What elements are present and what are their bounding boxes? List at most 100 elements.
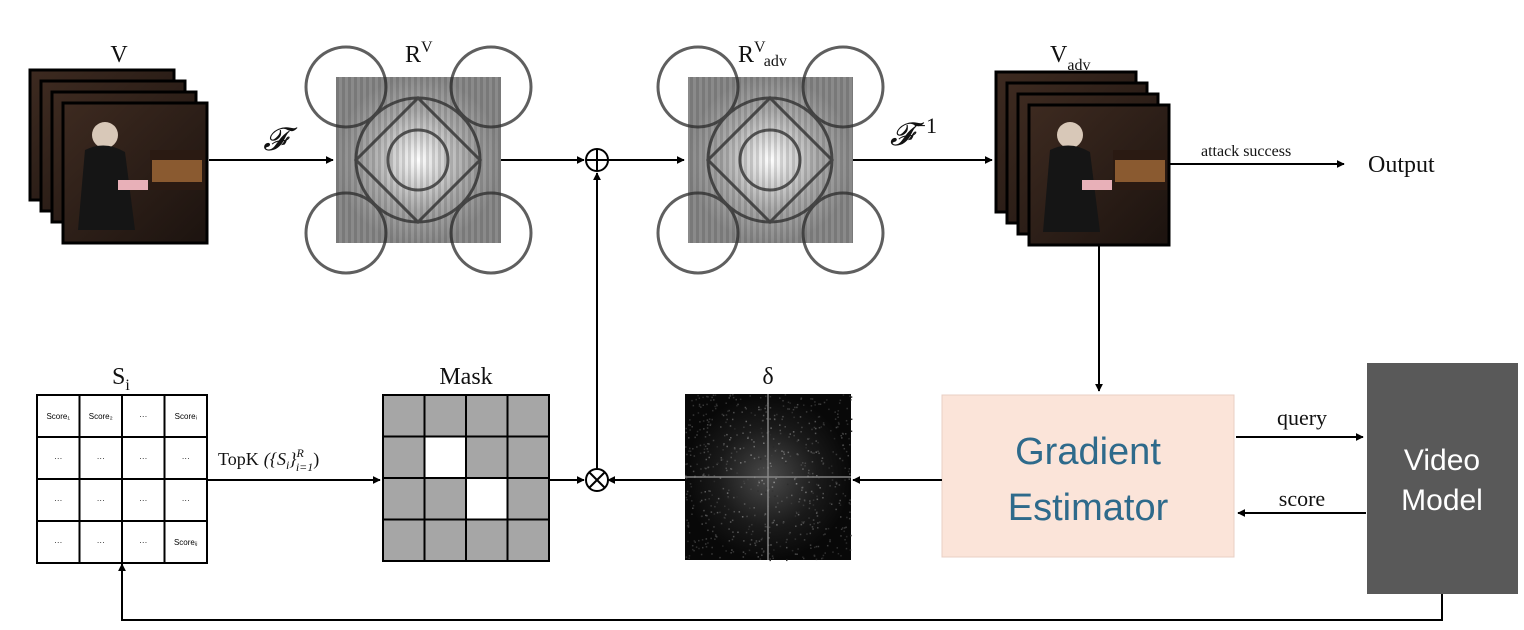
delta-noise-speck xyxy=(789,531,791,534)
delta-noise-speck xyxy=(845,535,848,538)
delta-noise-speck xyxy=(819,403,822,406)
delta-noise-speck xyxy=(782,405,785,407)
delta-noise-speck xyxy=(764,525,767,528)
delta-noise-speck xyxy=(791,472,794,474)
delta-noise-speck xyxy=(785,541,787,544)
mask-cell-selected xyxy=(423,435,467,479)
delta-noise-speck xyxy=(730,456,732,459)
delta-noise-speck xyxy=(713,480,716,483)
delta-noise-speck xyxy=(758,480,760,482)
delta-noise-speck xyxy=(744,552,747,555)
delta-noise-speck xyxy=(809,473,811,475)
delta-noise-speck xyxy=(726,469,728,472)
delta-noise-speck xyxy=(812,492,814,494)
delta-noise-speck xyxy=(742,432,744,434)
delta-noise-speck xyxy=(699,428,701,431)
delta-noise-speck xyxy=(755,540,758,542)
delta-noise-speck xyxy=(823,401,826,404)
delta-noise-speck xyxy=(689,424,692,426)
delta-noise-speck xyxy=(796,440,799,443)
delta-noise-speck xyxy=(692,504,695,507)
delta-noise-speck xyxy=(846,423,849,426)
delta-noise-speck xyxy=(748,525,751,528)
delta-noise-speck xyxy=(834,418,837,420)
delta-noise-speck xyxy=(764,530,766,532)
delta-noise-speck xyxy=(843,447,846,450)
score-label: score xyxy=(1279,486,1325,511)
delta-noise-speck xyxy=(785,462,787,464)
adv-video-stack xyxy=(994,70,1171,247)
delta-noise-speck xyxy=(782,451,785,453)
delta-noise-speck xyxy=(803,521,805,523)
delta-noise-speck xyxy=(826,399,828,401)
delta-noise-speck xyxy=(736,434,738,436)
delta-noise-speck xyxy=(696,463,698,466)
delta-noise-speck xyxy=(728,489,730,491)
delta-noise-speck xyxy=(849,473,851,475)
delta-noise-speck xyxy=(727,508,730,511)
delta-noise-speck xyxy=(808,481,810,484)
delta-noise-speck xyxy=(710,511,713,513)
delta-noise-speck xyxy=(691,544,694,547)
delta-noise-speck xyxy=(794,406,796,409)
delta-noise-speck xyxy=(749,507,751,509)
delta-noise-speck xyxy=(692,548,694,551)
delta-noise-speck xyxy=(815,451,818,453)
delta-noise-speck xyxy=(732,551,735,553)
delta-noise-speck xyxy=(697,394,699,397)
delta-noise-speck xyxy=(811,442,814,445)
delta-noise-speck xyxy=(714,505,716,508)
delta-noise-speck xyxy=(737,531,739,534)
delta-noise-speck xyxy=(800,431,802,433)
delta-noise-speck xyxy=(757,490,759,492)
delta-noise-speck xyxy=(743,482,746,485)
delta-noise-speck xyxy=(727,410,729,412)
delta-noise-speck xyxy=(774,495,776,498)
delta-noise-speck xyxy=(839,504,842,506)
delta-noise-speck xyxy=(779,432,782,435)
delta-noise-speck xyxy=(828,467,830,469)
delta-noise-speck xyxy=(760,427,762,430)
delta-noise-speck xyxy=(747,478,749,481)
delta-noise-speck xyxy=(803,404,805,406)
delta-noise-speck xyxy=(793,416,795,419)
mask-cell xyxy=(465,435,509,479)
delta-noise-speck xyxy=(712,409,714,412)
delta-noise-speck xyxy=(723,434,726,437)
delta-noise-speck xyxy=(835,526,837,529)
delta-noise-speck xyxy=(818,452,820,455)
delta-noise-speck xyxy=(845,542,848,544)
delta-noise-speck xyxy=(750,412,753,414)
delta-noise-speck xyxy=(804,462,807,465)
score-table-text: ··· xyxy=(54,496,62,505)
attack-success-label: attack success xyxy=(1201,143,1291,160)
delta-noise-speck xyxy=(708,498,710,500)
delta-noise-speck xyxy=(764,513,767,515)
delta-noise-speck xyxy=(689,419,691,421)
delta-noise-speck xyxy=(733,411,735,414)
delta-noise-speck xyxy=(709,490,711,492)
delta-noise-speck xyxy=(798,492,801,495)
delta-noise-speck xyxy=(834,411,836,413)
delta-noise-speck xyxy=(685,474,687,477)
delta-noise-speck xyxy=(769,557,772,560)
delta-noise-speck xyxy=(685,556,688,558)
delta-noise-speck xyxy=(762,435,764,438)
delta-noise-speck xyxy=(773,481,775,484)
delta-noise-speck xyxy=(813,452,815,454)
delta-noise-speck xyxy=(779,429,782,432)
delta-noise-speck xyxy=(769,407,772,409)
delta-noise-speck xyxy=(821,457,824,459)
delta-noise-speck xyxy=(797,439,800,441)
delta-noise-speck xyxy=(805,443,807,446)
delta-noise-speck xyxy=(733,496,735,499)
delta-noise-speck xyxy=(734,459,736,462)
delta-noise-speck xyxy=(805,411,808,413)
score-table-text: ··· xyxy=(54,454,62,463)
delta-noise-speck xyxy=(807,472,810,474)
mask-cell xyxy=(506,477,550,521)
delta-noise-speck xyxy=(758,408,760,411)
delta-noise-speck xyxy=(785,460,787,463)
delta-noise-speck xyxy=(707,442,709,445)
